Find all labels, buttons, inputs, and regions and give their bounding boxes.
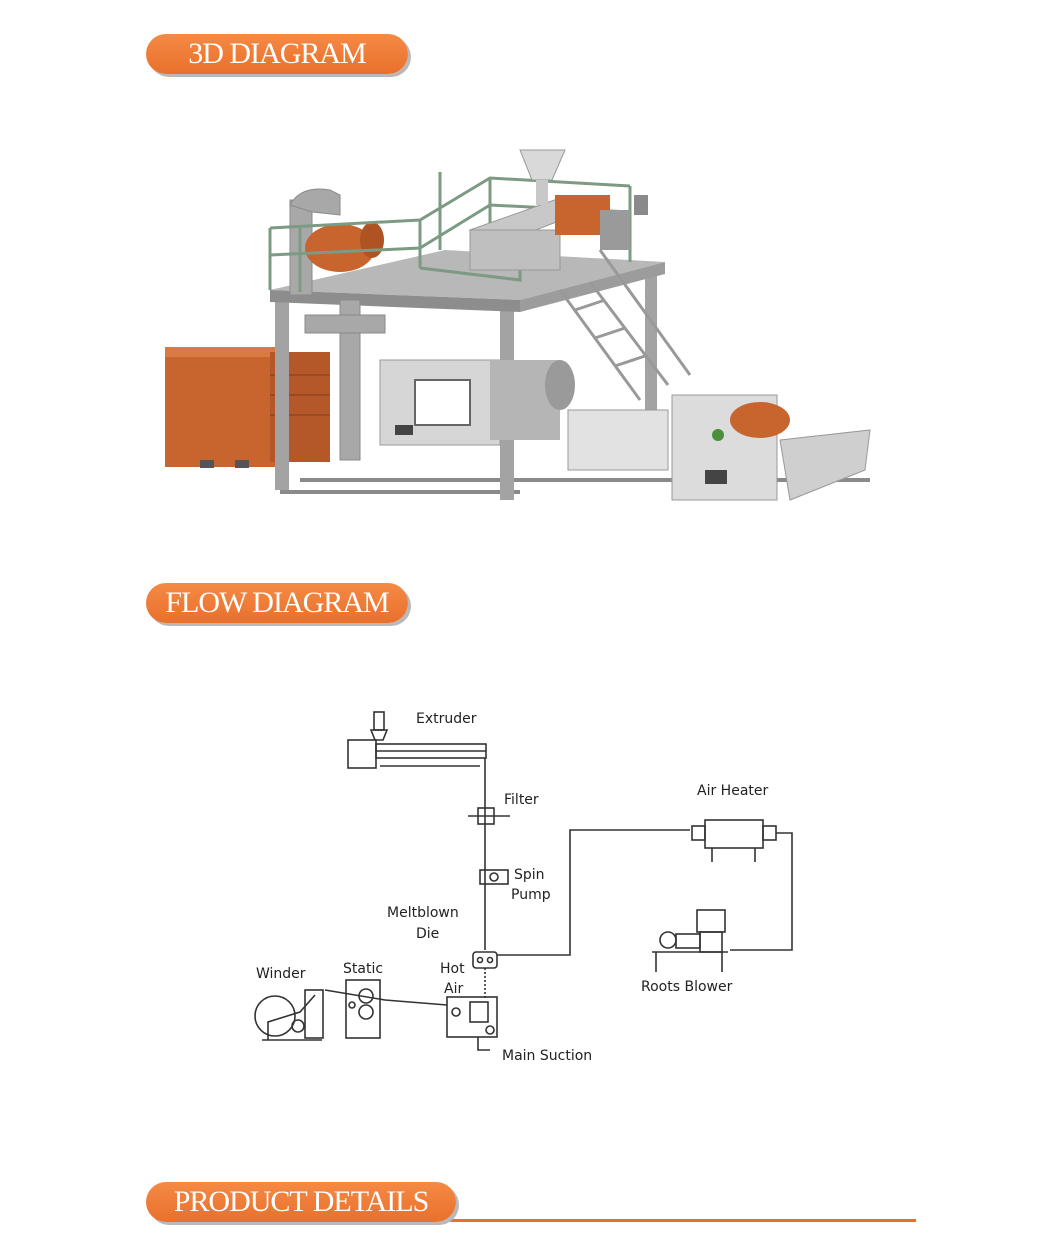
collector-symbol [446,996,498,1051]
control-cabinet [165,347,330,468]
collector-winder [567,394,871,501]
blower-line [730,832,793,951]
access-stairs [558,249,692,401]
base-frame [280,478,870,494]
section-banner-details: PRODUCT DETAILS [146,1182,916,1222]
label-die: Die [416,926,439,942]
meltblown-die-symbol [472,951,498,969]
label-pump: Pump [511,887,551,903]
section-banner-3d: 3D DIAGRAM [146,34,411,74]
web-line [324,989,448,1006]
section-title-flow: FLOW DIAGRAM [146,583,408,623]
label-extruder: Extruder [416,711,477,727]
meltblown-die-block [379,359,575,446]
hot-air-line [497,829,690,956]
label-hot: Hot [440,961,465,977]
winder-symbol [254,989,324,1041]
label-air: Air [444,981,463,997]
section-title-3d: 3D DIAGRAM [146,34,408,74]
label-main-suction: Main Suction [502,1048,592,1064]
section-divider [446,1219,916,1222]
label-meltblown: Meltblown [387,905,459,921]
roots-blower-symbol [652,909,728,972]
hot-air-tank [305,222,384,272]
filter-symbol [468,807,510,825]
static-symbol [345,979,381,1039]
spin-pump-symbol [479,869,509,885]
section-title-details: PRODUCT DETAILS [146,1182,456,1222]
extruder-unit [468,149,648,271]
machine-3d-illustration [165,149,871,501]
section-banner-flow: FLOW DIAGRAM [146,583,411,623]
extruder-symbol [347,711,487,769]
label-winder: Winder [256,966,306,982]
label-static: Static [343,961,383,977]
label-spin: Spin [514,867,545,883]
platform-columns [275,270,657,500]
air-heater-symbol [691,819,777,862]
label-air-heater: Air Heater [697,783,768,799]
label-roots-blower: Roots Blower [641,979,733,995]
label-filter: Filter [504,792,539,808]
